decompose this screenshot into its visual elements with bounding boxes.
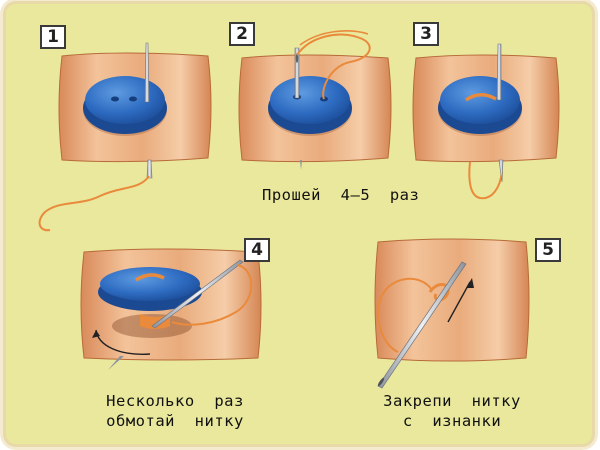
caption-step-4-line-2: обмотай нитку [106, 412, 244, 430]
needle-below [146, 159, 153, 179]
button-face [100, 267, 200, 301]
caption-step-5-line-2: с изнанки [402, 412, 502, 430]
step-1-illustration [38, 42, 212, 232]
step-4-illustration [80, 248, 262, 370]
step-number-2: 2 [229, 22, 255, 46]
thread [299, 30, 369, 46]
stitches [135, 273, 165, 282]
button-hole [129, 96, 137, 102]
caption-steps-1-3: Прошей 4–5 раз [262, 186, 420, 204]
thread [296, 33, 371, 100]
thread-loop [377, 277, 433, 353]
button-hole [111, 96, 119, 102]
needle-tail [108, 356, 124, 370]
step-5-illustration [374, 238, 530, 389]
step-number-1: 1 [40, 25, 66, 49]
thread [468, 161, 503, 200]
needle-below [300, 160, 302, 170]
needle [496, 43, 502, 101]
button-face [85, 76, 165, 124]
step-number-3: 3 [413, 22, 439, 46]
step-number-4: 4 [244, 238, 270, 262]
step-3-illustration [412, 43, 560, 200]
thread-knot [428, 283, 450, 302]
button-face [440, 76, 520, 124]
button-face [270, 76, 350, 124]
needle [144, 42, 150, 103]
fabric-piece [374, 238, 530, 362]
caption-step-5-line-1: Закрепи нитку [383, 392, 521, 410]
step-number-5: 5 [535, 238, 561, 262]
caption-step-4-line-1: Несколько раз [106, 392, 244, 410]
thread [171, 264, 253, 326]
step-2-illustration [238, 30, 392, 170]
needle [151, 259, 244, 329]
thread [38, 175, 150, 232]
needle [377, 261, 467, 389]
needle-below [498, 159, 504, 183]
stitches [464, 93, 497, 102]
direction-arrow [447, 281, 471, 323]
